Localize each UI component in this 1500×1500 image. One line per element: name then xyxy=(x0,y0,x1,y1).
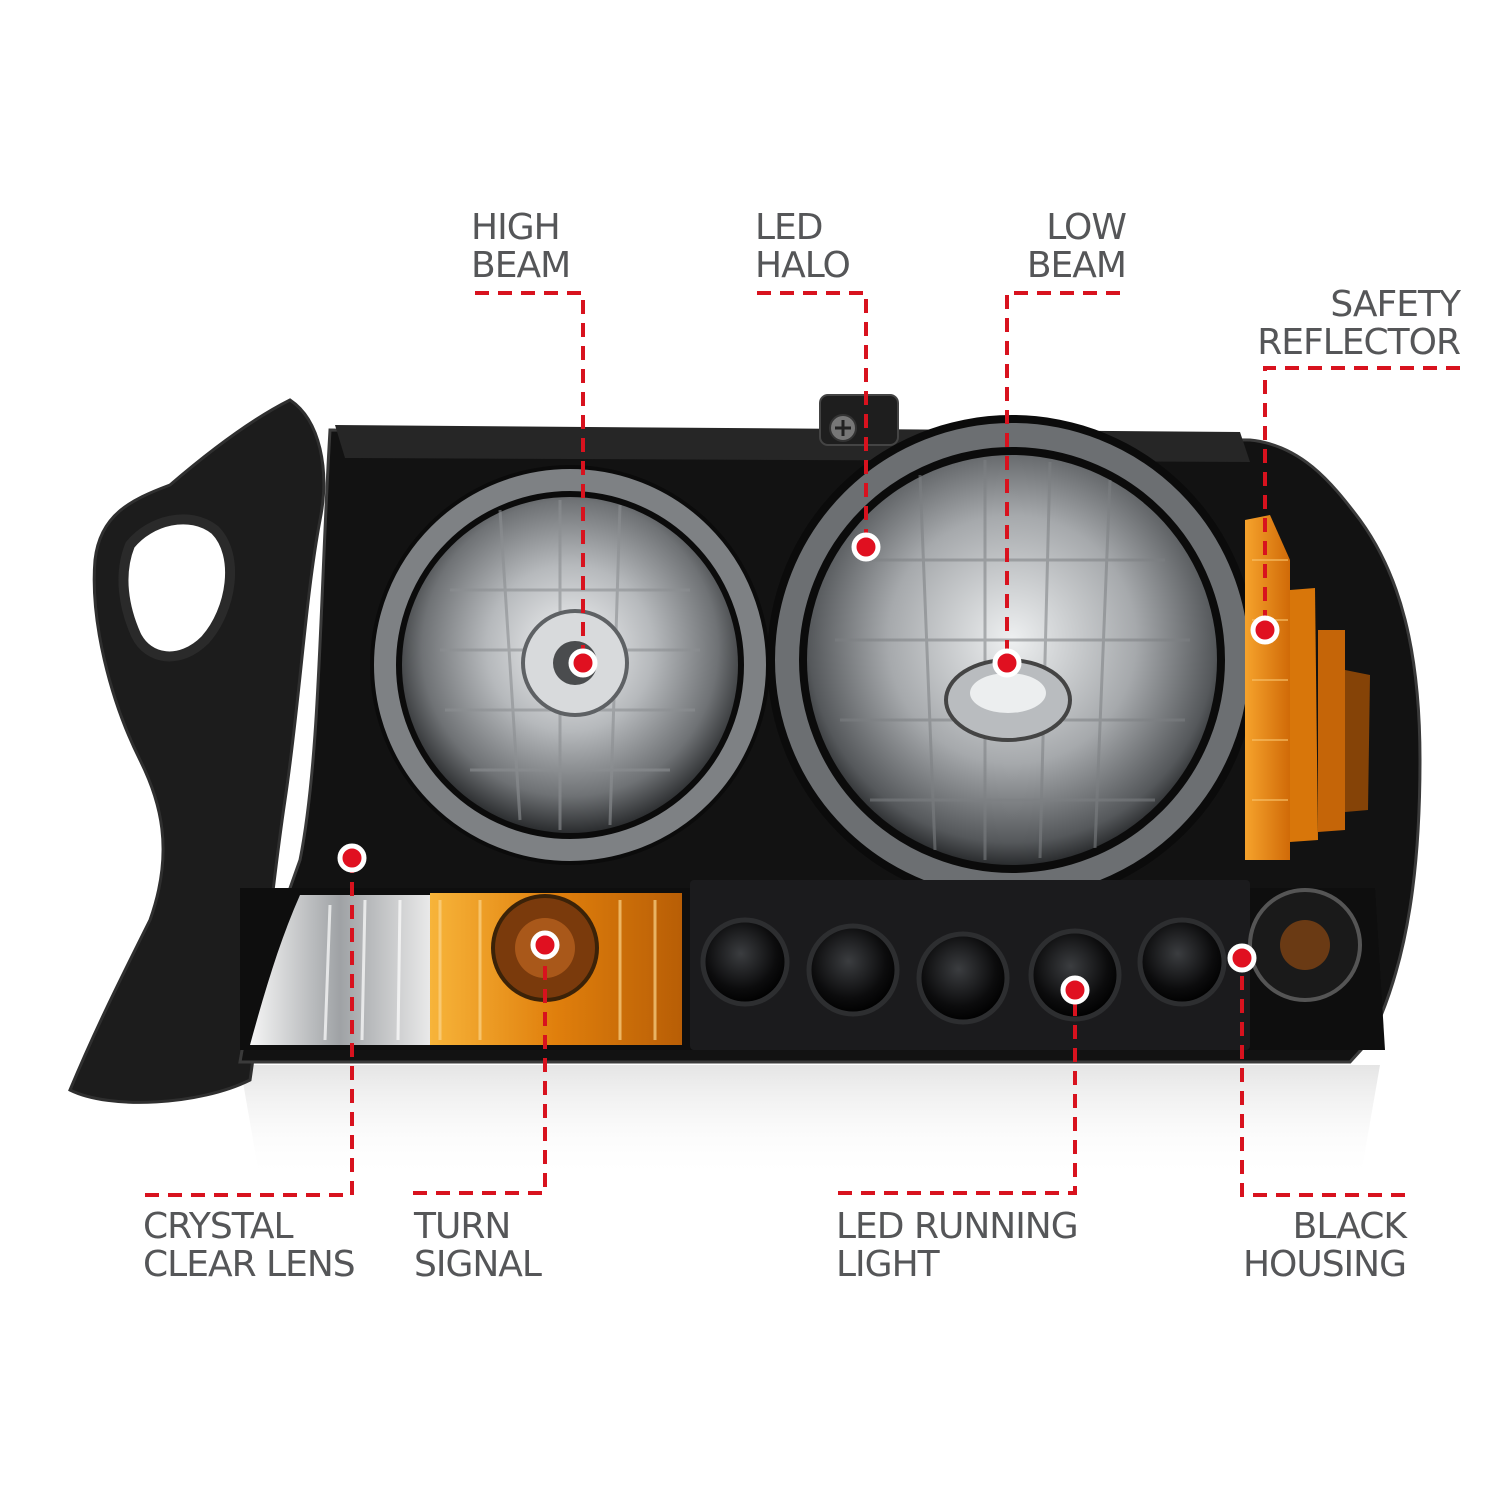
label-led-halo: LED HALO xyxy=(755,207,851,286)
turn-signal-lamp xyxy=(430,893,682,1045)
label-led-running-light-line1: LED RUNNING xyxy=(836,1206,1079,1247)
leader-lines xyxy=(145,291,1460,1197)
label-turn-signal-line1: TURN xyxy=(414,1206,511,1247)
label-led-halo-line1: LED xyxy=(755,207,824,248)
floor-reflection xyxy=(240,1065,1380,1180)
bracket-hole xyxy=(118,514,236,662)
crystal-clear-lens xyxy=(250,895,430,1045)
marker-safety xyxy=(1250,615,1280,645)
label-turn-signal: TURN SIGNAL xyxy=(414,1206,542,1285)
marker-running xyxy=(1060,975,1090,1005)
label-crystal-clear-lens-line2: CLEAR LENS xyxy=(143,1244,356,1285)
high-beam-halo-ring xyxy=(374,469,766,861)
label-led-running-light-line2: LIGHT xyxy=(836,1244,940,1285)
label-low-beam-line1: LOW xyxy=(1046,207,1127,248)
label-high-beam-line2: BEAM xyxy=(471,245,571,286)
label-safety-reflector-line2: REFLECTOR xyxy=(1257,322,1461,363)
leader-high-beam xyxy=(475,291,585,663)
headlight-assembly xyxy=(68,394,1422,1104)
adjuster-screw-icon xyxy=(819,394,899,446)
high-beam-lamp xyxy=(370,465,770,865)
callout-markers xyxy=(337,532,1280,1005)
label-black-housing-line1: BLACK xyxy=(1292,1206,1407,1247)
marker-low-beam xyxy=(992,648,1022,678)
marker-housing xyxy=(1227,943,1257,973)
label-safety-reflector-line1: SAFETY xyxy=(1330,284,1461,325)
label-led-halo-line2: HALO xyxy=(755,245,851,286)
label-low-beam-line2: BEAM xyxy=(1026,245,1127,286)
leader-housing xyxy=(1240,958,1405,1197)
label-led-running-light: LED RUNNING LIGHT xyxy=(836,1206,1079,1285)
marker-turn xyxy=(530,930,560,960)
label-high-beam: HIGH BEAM xyxy=(471,207,571,286)
label-safety-reflector: SAFETY REFLECTOR xyxy=(1160,284,1461,363)
led-running-light-pods xyxy=(700,917,1227,1025)
marker-high-beam xyxy=(568,648,598,678)
leader-running xyxy=(838,990,1077,1195)
marker-led-halo xyxy=(851,532,881,562)
leader-crystal xyxy=(145,858,354,1197)
label-crystal-clear-lens: CRYSTAL CLEAR LENS xyxy=(143,1206,356,1285)
corner-bulb-socket xyxy=(1248,888,1362,1002)
leader-led-halo xyxy=(757,291,868,547)
marker-crystal xyxy=(337,843,367,873)
label-low-beam: LOW BEAM xyxy=(900,207,1127,286)
label-turn-signal-line2: SIGNAL xyxy=(414,1244,542,1285)
label-black-housing-line2: HOUSING xyxy=(1242,1244,1407,1285)
label-high-beam-line1: HIGH xyxy=(471,207,561,248)
safety-reflector xyxy=(1245,515,1370,860)
leader-safety xyxy=(1263,366,1460,630)
label-black-housing: BLACK HOUSING xyxy=(1120,1206,1407,1285)
label-crystal-clear-lens-line1: CRYSTAL xyxy=(143,1206,294,1247)
